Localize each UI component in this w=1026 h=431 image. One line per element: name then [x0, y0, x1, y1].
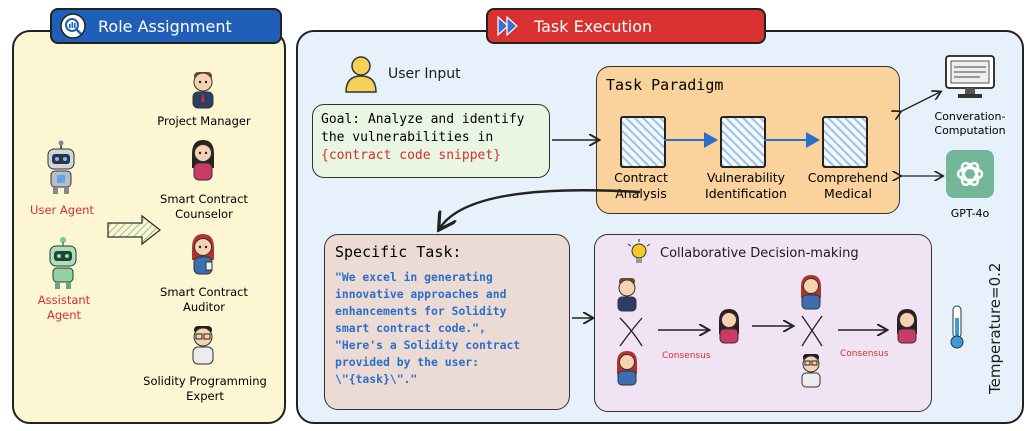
collab-auditor-avatar-1 — [617, 351, 637, 386]
task-paradigm-title: Task Paradigm — [606, 76, 724, 94]
task-execution-banner: Task Execution — [486, 8, 766, 44]
role-counselor-line1: Smart Contract — [160, 192, 248, 206]
step2-line1: Vulnerability — [706, 170, 786, 185]
goal-line2: the vulnerabilities in — [321, 130, 494, 145]
comprehend-medical-doc-icon — [822, 116, 868, 168]
magnifier-chart-icon — [60, 13, 86, 39]
conversation-computation-label: Converation- Computation — [920, 110, 1020, 138]
specific-task-box: Specific Task: "We excel in generating i… — [324, 234, 570, 410]
collaborative-decision-box — [594, 234, 932, 412]
specific-line-2: innovative approaches and — [335, 287, 507, 301]
collab-auditor-avatar-2 — [801, 275, 821, 310]
goal-highlight: {contract code snippet} — [321, 148, 502, 163]
collab-pm-avatar — [617, 278, 637, 312]
step3-line1: Comprehend — [807, 170, 889, 185]
smart-contract-counselor-avatar — [192, 140, 214, 181]
assistant-agent-label-line1: Assistant — [37, 293, 91, 307]
role-assignment-banner: Role Assignment — [50, 8, 282, 44]
step1-line1: Contract — [614, 170, 668, 185]
role-label-smart-contract-auditor: Smart Contract Auditor — [140, 285, 268, 315]
specific-task-title: Specific Task: — [335, 243, 462, 261]
collab-counselor-avatar-2 — [897, 309, 917, 344]
specific-line-7: \"{task}\"." — [335, 372, 418, 386]
role-label-solidity-expert: Solidity Programming Expert — [132, 374, 278, 404]
collab-expert-avatar — [801, 354, 821, 388]
step3-line2: Medical — [824, 186, 872, 201]
role-counselor-line2: Counselor — [175, 207, 233, 221]
role-expert-line2: Expert — [186, 389, 224, 403]
specific-task-text: "We excel in generating innovative appro… — [335, 269, 559, 388]
contract-analysis-doc-icon — [620, 116, 666, 168]
specific-line-3: enhancements for Solidity — [335, 304, 507, 318]
solidity-expert-avatar — [192, 326, 214, 365]
step-contract-analysis: Contract Analysis — [598, 170, 684, 202]
monitor-line2: Computation — [934, 124, 1006, 137]
gpt-label: GPT-4o — [950, 207, 990, 220]
hatched-arrow-icon — [107, 214, 162, 246]
gpt-logo-icon — [946, 150, 994, 198]
collab-counselor-avatar-1 — [719, 309, 739, 344]
user-input-label: User Input — [388, 66, 461, 82]
step2-line2: Identification — [705, 186, 787, 201]
task-execution-title: Task Execution — [534, 16, 653, 36]
vulnerability-identification-doc-icon — [720, 116, 766, 168]
consensus-label-2: Consensus — [840, 349, 889, 359]
assistant-agent-label-line2: Agent — [46, 308, 82, 322]
role-expert-line1: Solidity Programming — [143, 374, 267, 388]
role-auditor-line2: Auditor — [183, 300, 225, 314]
lightbulb-icon — [627, 239, 651, 263]
role-auditor-line1: Smart Contract — [160, 285, 248, 299]
project-manager-avatar — [192, 72, 214, 109]
smart-contract-auditor-avatar — [192, 234, 214, 275]
specific-line-1: "We excel in generating — [335, 270, 493, 284]
user-agent-label: User Agent — [30, 203, 94, 217]
step-vulnerability-identification: Vulnerability Identification — [686, 170, 806, 202]
role-assignment-title: Role Assignment — [98, 16, 232, 36]
specific-line-4: smart contract code.", — [335, 321, 486, 335]
monitor-line1: Converation- — [934, 110, 1006, 123]
specific-line-6: provided by the user: — [335, 355, 480, 369]
goal-box: Goal: Analyze and identify the vulnerabi… — [312, 104, 550, 178]
user-agent-robot-icon — [47, 140, 75, 194]
assistant-agent-robot-icon — [49, 237, 77, 289]
monitor-icon — [945, 55, 995, 98]
step1-line2: Analysis — [615, 186, 667, 201]
step-comprehend-medical: Comprehend Medical — [800, 170, 896, 202]
assistant-agent-label: Assistant Agent — [22, 293, 106, 323]
specific-line-5: "Here's a Solidity contract — [335, 338, 521, 352]
goal-line1: Goal: Analyze and identify — [321, 112, 525, 127]
collaborative-title: Collaborative Decision-making — [660, 246, 859, 261]
thermometer-icon — [950, 305, 964, 349]
role-label-smart-contract-counselor: Smart Contract Counselor — [140, 192, 268, 222]
consensus-label-1: Consensus — [662, 351, 711, 361]
user-icon — [345, 56, 377, 93]
fast-forward-icon — [496, 13, 522, 39]
role-label-project-manager: Project Manager — [157, 114, 251, 128]
